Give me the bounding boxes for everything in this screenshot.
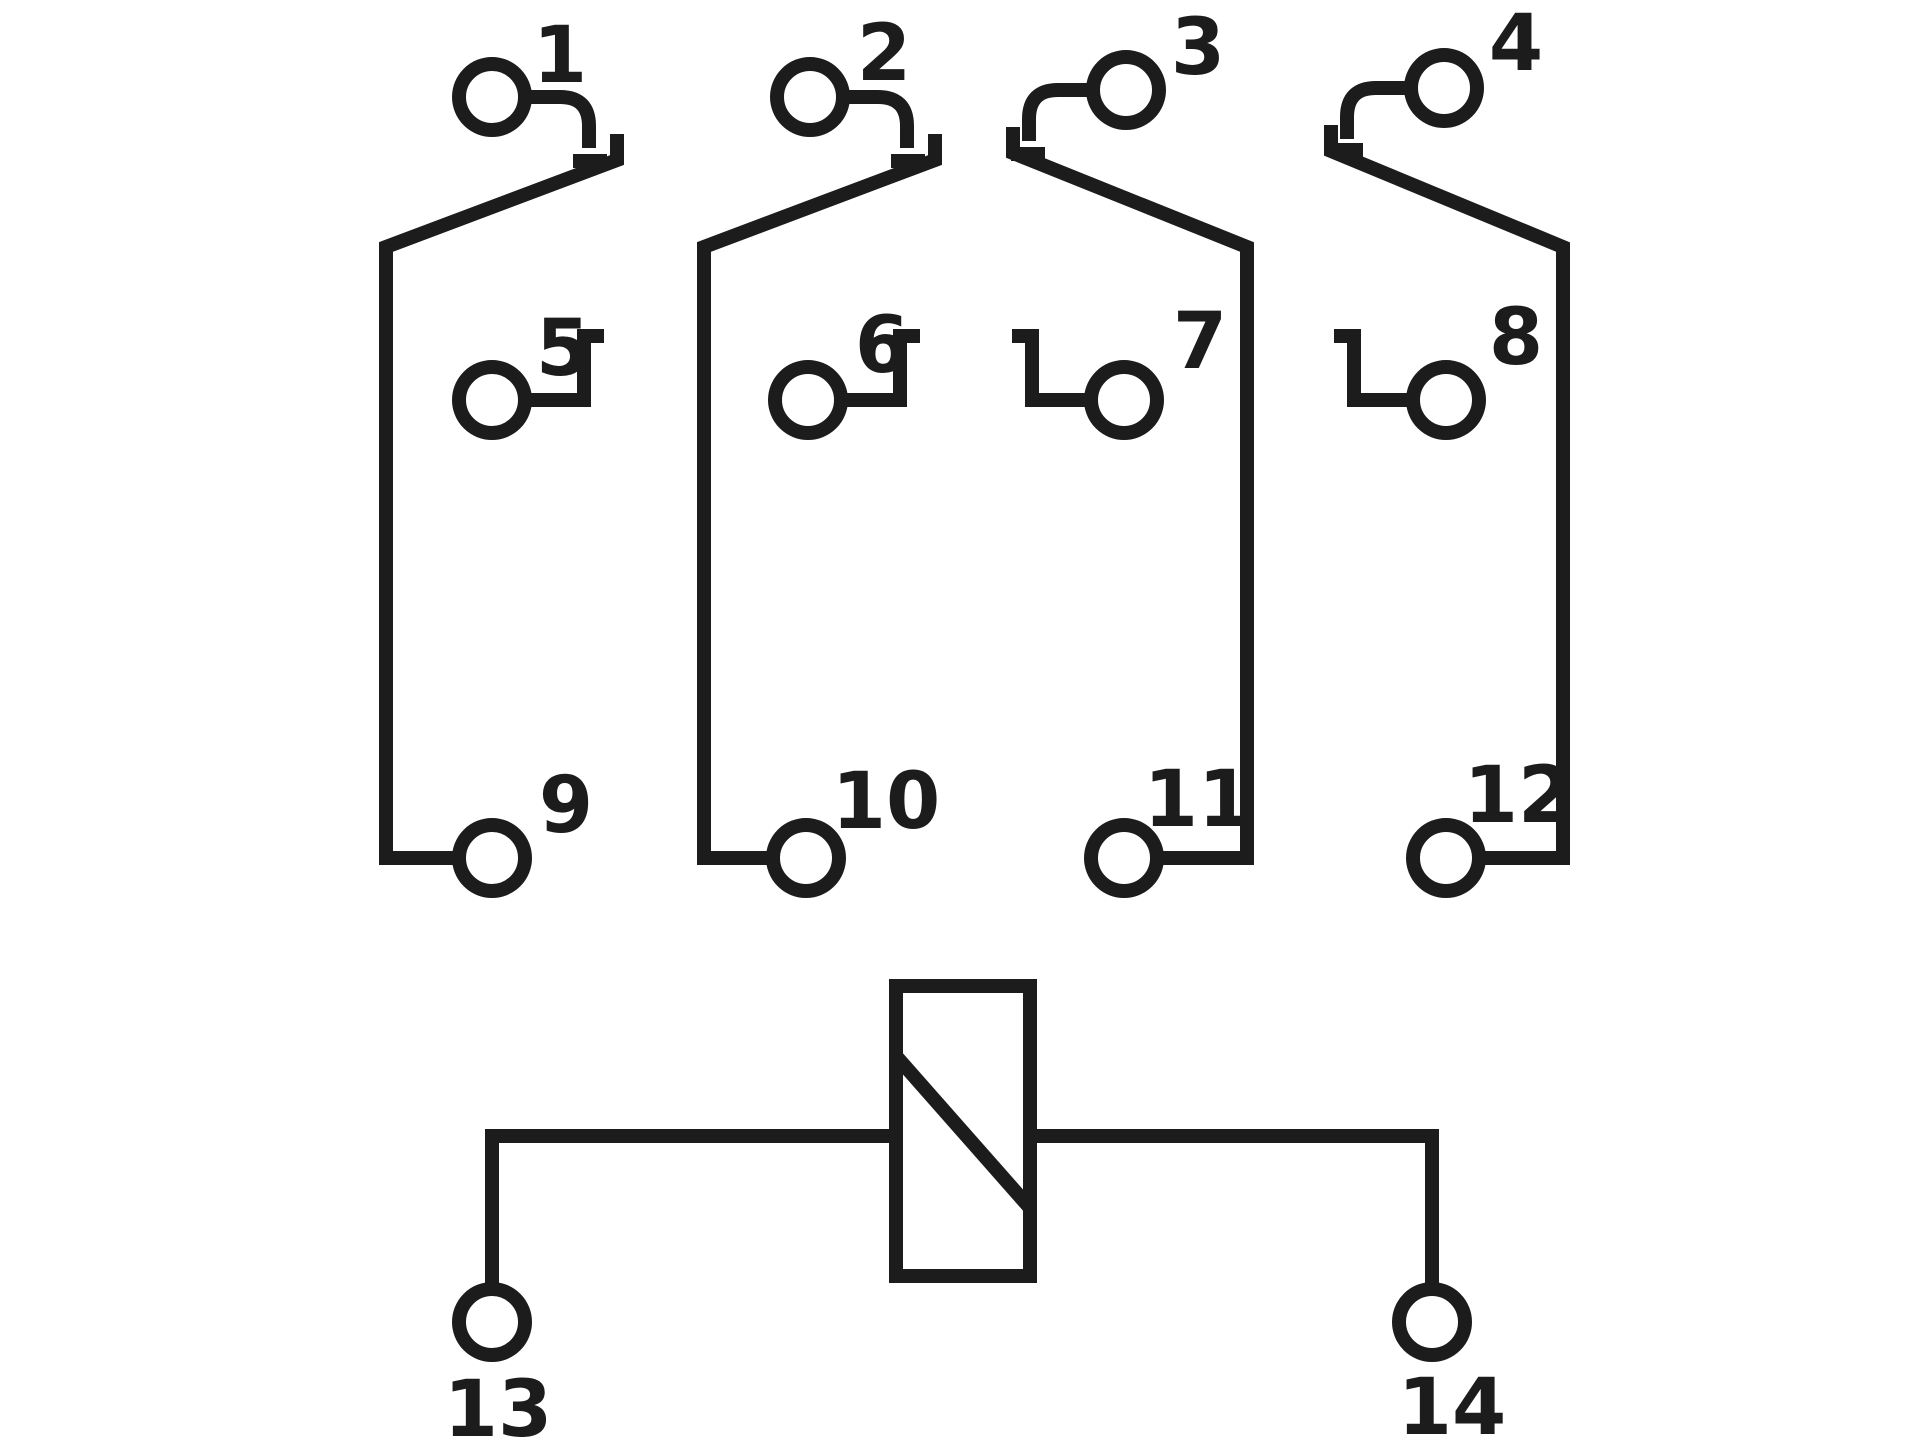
pole-3-blade — [1006, 127, 1254, 865]
coil-diagonal — [890, 1051, 1036, 1213]
pin-label-13: 13 — [444, 1365, 553, 1442]
pole-2-blade — [697, 134, 942, 865]
pole-1: 1 5 9 — [379, 11, 624, 898]
terminal-circle-10 — [766, 818, 846, 898]
coil-wire-left — [485, 1129, 896, 1289]
terminal-circle-4 — [1404, 48, 1484, 128]
terminal-circle-8 — [1406, 360, 1486, 440]
terminal-circle-7 — [1084, 360, 1164, 440]
pin-label-10: 10 — [832, 757, 941, 847]
pin-label-5: 5 — [536, 304, 590, 394]
terminal-circle-5 — [452, 360, 532, 440]
pin-label-8: 8 — [1489, 293, 1543, 383]
pin-label-1: 1 — [533, 11, 587, 101]
pin-label-2: 2 — [857, 9, 911, 99]
pole-3: 3 7 11 — [1006, 3, 1254, 898]
pole-4-nc-contact-hook — [1340, 81, 1411, 139]
terminal-circle-13 — [452, 1282, 532, 1362]
coil-wire-right — [1030, 1129, 1439, 1289]
pole-3-no-contact-hook — [1012, 329, 1091, 407]
pin-label-4: 4 — [1489, 0, 1543, 89]
terminal-circle-11 — [1084, 818, 1164, 898]
pole-3-nc-contact-hook — [1022, 83, 1093, 141]
pole-4: 4 8 12 — [1324, 0, 1573, 898]
terminal-circle-2 — [770, 57, 850, 137]
pole-1-no-contact-hook — [525, 329, 604, 407]
pin-label-14: 14 — [1398, 1363, 1507, 1442]
terminal-circle-9 — [452, 818, 532, 898]
pole-2: 2 6 10 — [697, 9, 942, 898]
pole-1-nc-contact-hook — [525, 90, 596, 148]
pin-label-3: 3 — [1171, 3, 1225, 93]
terminal-circle-14 — [1392, 1282, 1472, 1362]
terminal-circle-1 — [452, 57, 532, 137]
pole-2-nc-contact-hook — [843, 90, 914, 148]
pole-4-blade — [1324, 125, 1570, 865]
terminal-circle-6 — [768, 360, 848, 440]
pin-label-9: 9 — [539, 761, 593, 851]
terminal-circle-3 — [1086, 50, 1166, 130]
pole-4-no-contact-hook — [1334, 329, 1413, 407]
pole-2-no-contact-hook — [841, 329, 920, 407]
pin-label-12: 12 — [1464, 751, 1573, 841]
pole-1-blade — [379, 134, 624, 865]
terminal-circle-12 — [1406, 818, 1486, 898]
coil-assembly: 13 14 — [444, 979, 1507, 1442]
pin-label-11: 11 — [1144, 755, 1253, 845]
pin-label-7: 7 — [1173, 297, 1227, 387]
pin-label-6: 6 — [855, 301, 909, 391]
